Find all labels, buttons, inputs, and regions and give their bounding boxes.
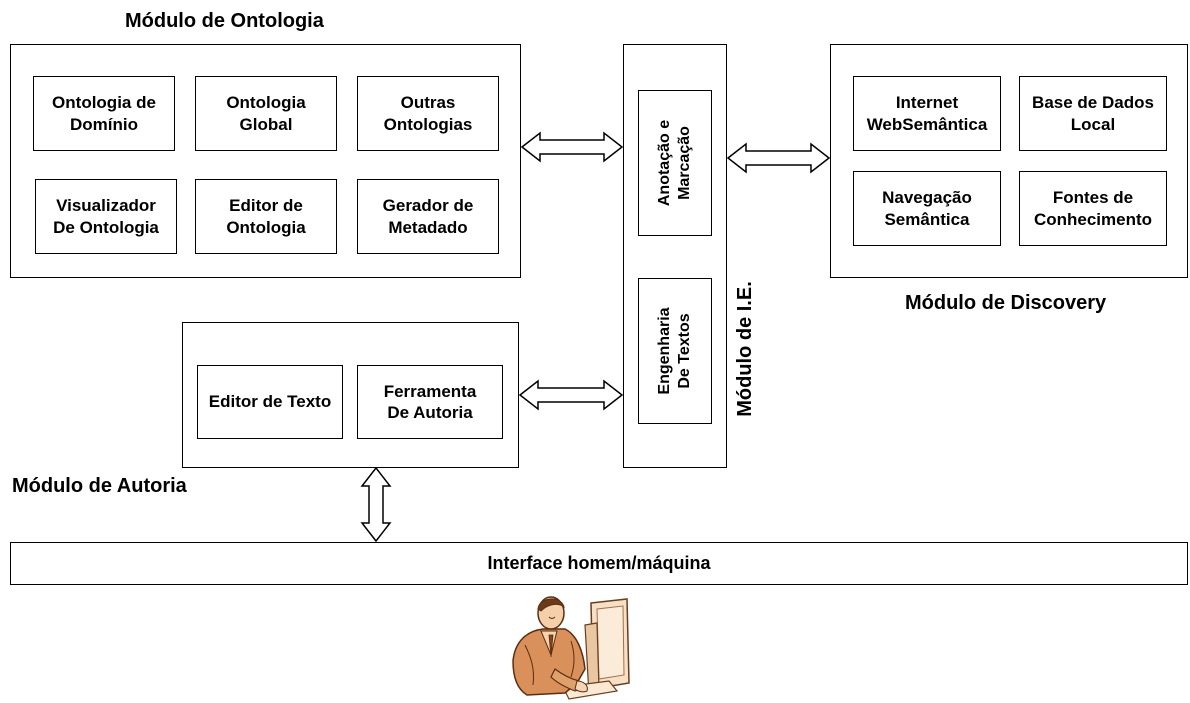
engenharia-textos-box	[638, 278, 712, 424]
double-arrow-autoria-ie	[518, 379, 624, 411]
editor-texto-box: Editor de Texto	[197, 365, 343, 439]
visualizador-ontologia-box: Visualizador De Ontologia	[35, 179, 177, 254]
ontologia-dominio-box: Ontologia de Domínio	[33, 76, 175, 151]
ontologia-module-title: Módulo de Ontologia	[125, 10, 324, 32]
anotacao-marcacao-box	[638, 90, 712, 236]
interface-homem-maquina-bar: Interface homem/máquina	[10, 542, 1188, 585]
double-arrow-ontologia-ie	[520, 131, 624, 163]
double-arrow-ie-discovery	[726, 142, 831, 174]
base-dados-local-label: Base de Dados Local	[1032, 93, 1154, 134]
editor-texto-label: Editor de Texto	[208, 392, 332, 412]
base-dados-local-box: Base de Dados Local	[1019, 76, 1167, 151]
double-arrow-autoria-interface	[360, 466, 392, 543]
editor-ontologia-box: Editor de Ontologia	[195, 179, 337, 254]
autoria-module-title: Módulo de Autoria	[12, 475, 187, 497]
ontologia-dominio-label: Ontologia de Domínio	[52, 93, 156, 134]
fontes-conhecimento-box: Fontes de Conhecimento	[1019, 171, 1167, 246]
ferramenta-autoria-label: Ferramenta De Autoria	[383, 381, 477, 422]
editor-ontologia-label: Editor de Ontologia	[226, 196, 306, 237]
ontologia-global-box: Ontologia Global	[195, 76, 337, 151]
internet-websemantica-label: Internet WebSemântica	[866, 93, 988, 134]
visualizador-ontologia-label: Visualizador De Ontologia	[53, 196, 159, 237]
interface-label: Interface homem/máquina	[487, 553, 711, 574]
fontes-conhecimento-label: Fontes de Conhecimento	[1033, 188, 1153, 229]
ontologia-global-label: Ontologia Global	[226, 93, 306, 134]
internet-websemantica-box: Internet WebSemântica	[853, 76, 1001, 151]
outras-ontologias-label: Outras Ontologias	[383, 93, 473, 134]
navegacao-semantica-label: Navegação Semântica	[882, 188, 972, 229]
outras-ontologias-box: Outras Ontologias	[357, 76, 499, 151]
gerador-metadado-label: Gerador de Metadado	[382, 196, 474, 237]
person-at-computer-icon	[512, 596, 630, 700]
navegacao-semantica-box: Navegação Semântica	[853, 171, 1001, 246]
discovery-module-title: Módulo de Discovery	[905, 292, 1107, 314]
ferramenta-autoria-box: Ferramenta De Autoria	[357, 365, 503, 439]
gerador-metadado-box: Gerador de Metadado	[357, 179, 499, 254]
